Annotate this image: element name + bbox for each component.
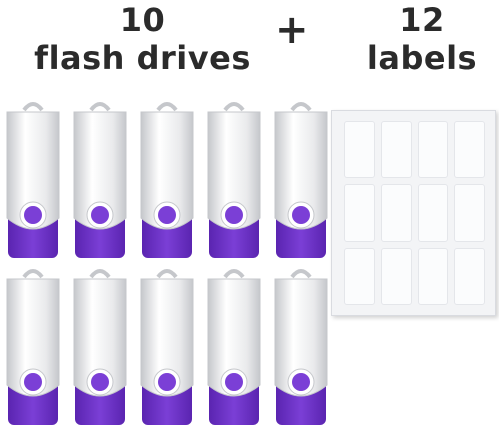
blank-label xyxy=(454,121,485,179)
blank-label xyxy=(344,184,375,242)
blank-label xyxy=(417,247,449,305)
label-sheet-icon xyxy=(331,110,496,316)
headline-drive-count: 10 flash drives xyxy=(20,4,265,74)
drive-count-text: flash drives xyxy=(34,39,251,77)
blank-label xyxy=(454,247,485,305)
label-count-text: labels xyxy=(366,39,478,77)
usb-flash-drive-icon xyxy=(272,265,330,428)
headline-label-count: 12 labels xyxy=(352,4,492,74)
blank-label xyxy=(454,184,485,242)
usb-flash-drive-icon xyxy=(4,98,62,261)
blank-label xyxy=(380,247,412,305)
usb-flash-drive-icon xyxy=(71,98,129,261)
blank-label xyxy=(344,121,375,179)
label-count-number: 12 xyxy=(399,1,445,39)
usb-flash-drive-icon xyxy=(4,265,62,428)
blank-label xyxy=(380,184,412,242)
label-grid xyxy=(344,121,485,305)
plus-sign: + xyxy=(274,7,309,53)
usb-flash-drive-icon xyxy=(205,265,263,428)
usb-flash-drive-icon xyxy=(71,265,129,428)
usb-flash-drive-icon xyxy=(205,98,263,261)
blank-label xyxy=(417,121,449,179)
blank-label xyxy=(417,184,449,242)
blank-label xyxy=(344,247,375,305)
drive-count-number: 10 xyxy=(119,1,166,39)
usb-flash-drive-icon xyxy=(138,98,196,261)
usb-flash-drive-icon xyxy=(138,265,196,428)
blank-label xyxy=(380,121,412,179)
usb-flash-drive-icon xyxy=(272,98,330,261)
